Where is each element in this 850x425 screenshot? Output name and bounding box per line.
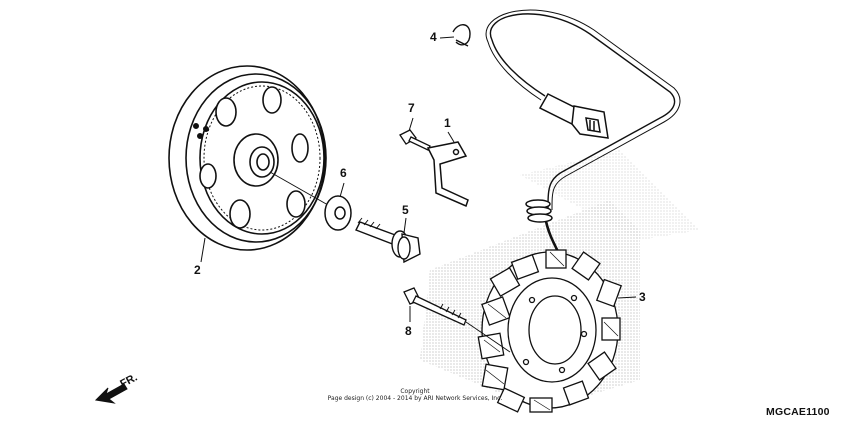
wire-connector[interactable] xyxy=(538,93,609,139)
callout-1: 1 xyxy=(444,116,451,130)
stator-assembly[interactable] xyxy=(477,249,637,413)
copyright-notice: Copyright Page design (c) 2004 - 2014 by… xyxy=(300,388,530,402)
wire-grommet xyxy=(525,199,553,223)
copyright-line-1: Copyright xyxy=(400,388,430,395)
diagram-code: MGCAE1100 xyxy=(766,406,830,418)
callout-6: 6 xyxy=(340,166,347,180)
flywheel-rotor[interactable] xyxy=(168,65,327,263)
callout-5: 5 xyxy=(402,203,409,217)
wire-clip[interactable] xyxy=(439,24,471,47)
washer[interactable] xyxy=(324,182,352,231)
flange-bolt[interactable] xyxy=(355,217,421,264)
small-bolt[interactable] xyxy=(399,117,431,151)
wire-clamp-bracket[interactable] xyxy=(426,131,469,208)
callout-2: 2 xyxy=(194,263,201,277)
callout-8: 8 xyxy=(405,324,412,338)
callout-3: 3 xyxy=(639,290,646,304)
callout-4: 4 xyxy=(430,30,437,44)
copyright-line-2: Page design (c) 2004 - 2014 by ARI Netwo… xyxy=(327,395,503,402)
callout-7: 7 xyxy=(408,101,415,115)
leader-hub xyxy=(269,171,329,206)
front-direction-arrow-icon xyxy=(94,383,128,404)
stator-bolt[interactable] xyxy=(403,287,511,353)
